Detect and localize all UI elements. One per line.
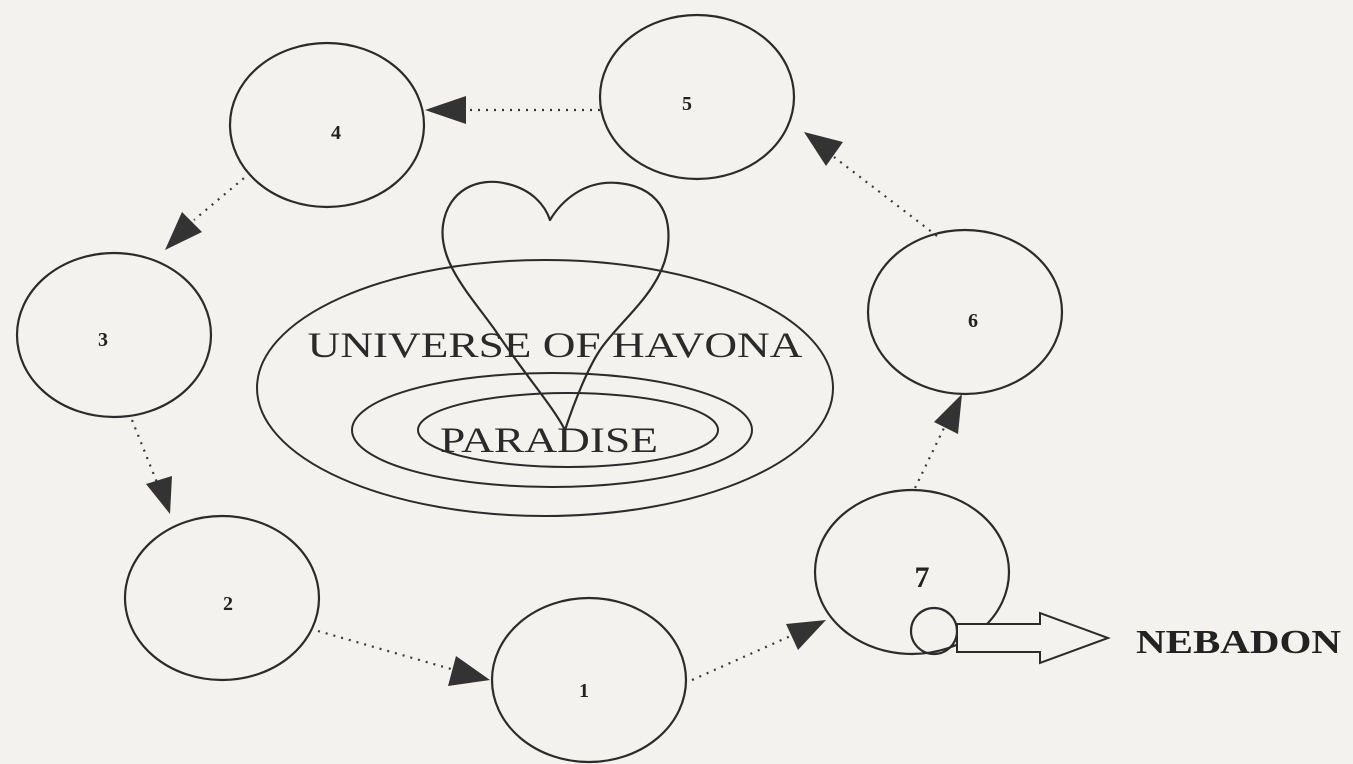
flow-arrow-7-to-6 bbox=[914, 394, 962, 489]
superuniverse-circle bbox=[813, 488, 1011, 656]
superuniverse-circle bbox=[866, 228, 1064, 396]
nebadon-marker bbox=[909, 606, 959, 656]
superuniverse-number: 6 bbox=[968, 310, 978, 332]
flow-arrow-2-to-1 bbox=[317, 629, 490, 686]
superuniverse-circle bbox=[490, 596, 688, 764]
superuniverse-3: 3 bbox=[15, 251, 213, 419]
superuniverse-4: 4 bbox=[228, 41, 426, 209]
havona-inner-ellipse bbox=[351, 372, 753, 488]
superuniverse-number: 3 bbox=[98, 329, 108, 351]
flow-arrow-4-to-3 bbox=[165, 172, 251, 250]
superuniverse-number: 5 bbox=[682, 93, 692, 115]
flow-arrow-5-to-4 bbox=[425, 96, 600, 124]
superuniverse-number: 4 bbox=[331, 122, 341, 144]
havona-outer-ellipse bbox=[256, 259, 834, 517]
flow-arrow-1-to-7 bbox=[691, 620, 826, 682]
superuniverse-number: 7 bbox=[915, 561, 930, 594]
flow-arrow-3-to-2 bbox=[130, 419, 172, 514]
superuniverse-number: 2 bbox=[223, 593, 233, 615]
superuniverse-number: 1 bbox=[579, 680, 589, 702]
superuniverse-circle bbox=[123, 514, 321, 682]
flow-arrow-6-to-5 bbox=[804, 132, 938, 237]
nebadon-label: NEBADON bbox=[1136, 624, 1342, 661]
superuniverse-circle bbox=[598, 13, 796, 181]
superuniverse-6: 6 bbox=[866, 228, 1064, 396]
superuniverse-1: 1 bbox=[490, 596, 688, 764]
flow-arrows bbox=[130, 96, 962, 686]
superuniverse-5: 5 bbox=[598, 13, 796, 181]
superuniverse-7: 7 bbox=[813, 488, 1011, 656]
paradise-ellipse bbox=[417, 392, 719, 468]
nebadon-pointer-arrow bbox=[956, 611, 1111, 665]
superuniverse-circle bbox=[228, 41, 426, 209]
heart-icon bbox=[441, 180, 670, 432]
superuniverse-2: 2 bbox=[123, 514, 321, 682]
havona-label: UNIVERSE OF HAVONA bbox=[308, 325, 803, 365]
superuniverse-circle bbox=[15, 251, 213, 419]
central-universe: UNIVERSE OF HAVONA PARADISE bbox=[256, 180, 834, 517]
paradise-label: PARADISE bbox=[440, 420, 658, 460]
